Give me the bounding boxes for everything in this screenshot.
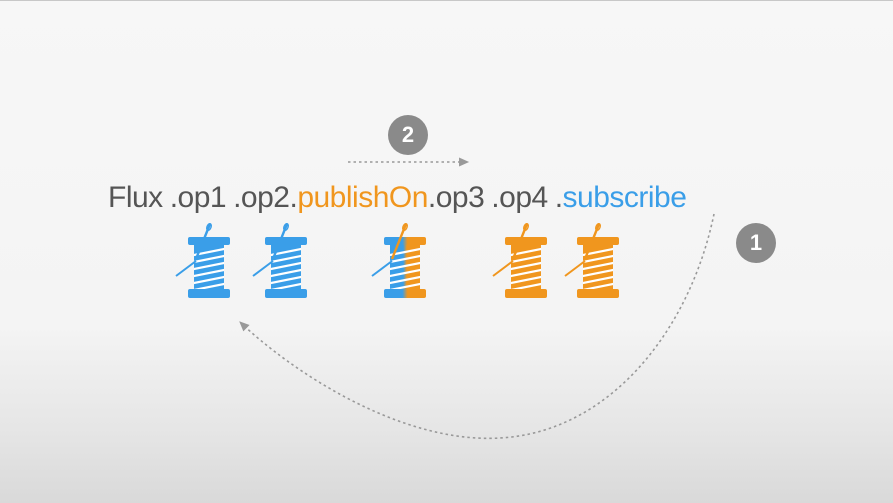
orange-spool-icon [564, 223, 619, 298]
orange-spool-icon [492, 223, 547, 298]
code-publish-on: publishOn [297, 181, 428, 214]
blue-spool-icon [252, 223, 307, 298]
code-op3: .op3 [427, 181, 485, 214]
code-line: Flux.op1.op2.publishOn.op3.op4.subscribe [108, 180, 687, 216]
code-op2: .op2 [233, 181, 290, 214]
code-dot-subscribe: . [554, 181, 563, 214]
code-op1: .op1 [169, 181, 227, 214]
code-subscribe: subscribe [562, 181, 687, 214]
step-badge-1: 1 [736, 223, 776, 263]
code-op4: .op4 [491, 181, 548, 214]
top-border [0, 0, 893, 1]
code-flux: Flux [108, 181, 163, 214]
blue-spool-icon [175, 223, 230, 298]
code-dot-publish: . [289, 181, 298, 214]
step-badge-2: 2 [388, 115, 428, 155]
split-spool-icon [371, 223, 426, 298]
